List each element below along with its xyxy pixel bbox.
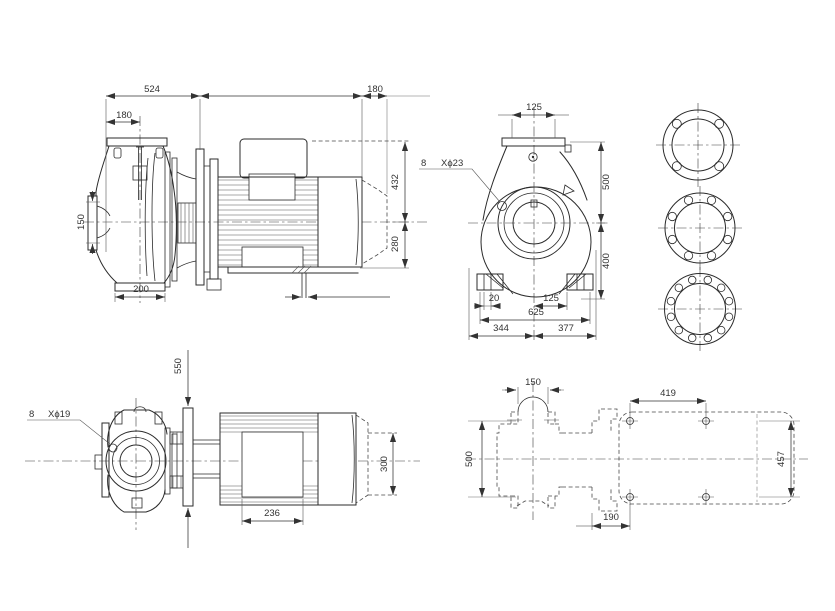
volute-outline (95, 145, 110, 197)
bolt-hole-top (108, 443, 118, 453)
motor-flange (195, 148, 205, 286)
dim-height-above: 432 (390, 174, 401, 190)
fan-cover (317, 176, 363, 268)
discharge-flange-front (501, 137, 566, 147)
baseplate-view: 150 419 500 457 190 (464, 377, 808, 530)
dim-flange-od: 550 (173, 358, 184, 374)
dim-height-above-front: 500 (601, 174, 612, 190)
dim-foot-span: 625 (528, 307, 544, 318)
dim-foot-width: 200 (133, 284, 149, 295)
dim-bolt-spec-top: Xϕ19 (48, 409, 70, 420)
discharge-flange-edge (182, 407, 194, 507)
dim-flange-offset: 180 (116, 110, 132, 121)
baseplate-notch-top (591, 408, 618, 433)
dim-bolt-spec: Xϕ23 (441, 158, 463, 169)
discharge-flange (106, 137, 168, 147)
dim-bolt-pitch: 419 (660, 388, 676, 399)
volute-casing (480, 186, 592, 298)
foot-right (566, 273, 594, 291)
dim-height-below: 280 (390, 236, 401, 252)
dim-motor-end-width: 457 (776, 451, 787, 467)
keyway (530, 199, 538, 208)
dim-bolt-count-top: 8 (29, 409, 34, 420)
pump-footprint (496, 423, 511, 497)
dim-suction-diameter: 150 (76, 214, 87, 230)
front-view: 8 Xϕ23 125 500 400 20 125 625 344 377 (419, 102, 612, 342)
dim-pump-end-width: 500 (464, 451, 475, 467)
dim-right-of-axis: 377 (558, 323, 574, 334)
motor-base (227, 266, 359, 274)
dim-foot-offset: 125 (543, 293, 559, 304)
dim-boss-width: 150 (525, 377, 541, 388)
vent-plug (528, 152, 538, 162)
dim-left-of-axis: 344 (493, 323, 509, 334)
dim-slot-width: 20 (489, 293, 500, 304)
flange-views (656, 103, 742, 351)
dim-rear-length: 180 (367, 84, 383, 95)
bolt-hole (497, 201, 507, 211)
fan-cover-end (361, 179, 388, 265)
support-pedestal (206, 278, 222, 291)
baseplate-notch-bottom (591, 487, 618, 512)
dim-port-width: 125 (526, 102, 542, 113)
volute-top (107, 409, 168, 448)
motor-footprint (618, 411, 795, 505)
shaft-bore (512, 201, 556, 245)
dim-overall-length: 524 (144, 84, 160, 95)
pipe-boss (517, 396, 549, 413)
flange-4-hole (656, 103, 740, 187)
anchor-bolts (622, 413, 714, 505)
dim-foot-length: 236 (264, 508, 280, 519)
volute-neck (482, 145, 508, 221)
rotation-arrow (562, 184, 575, 196)
dim-bolt-count: 8 (421, 158, 426, 169)
terminal-box (239, 138, 308, 179)
dim-bolt-offset: 190 (603, 512, 619, 523)
fan-cover-top (317, 412, 357, 506)
flange-8-hole (658, 186, 742, 270)
flange-12-hole (658, 267, 742, 351)
foot-left (476, 273, 504, 291)
suction-flange (87, 195, 98, 251)
side-view: 524 180 180 150 200 432 280 (76, 84, 430, 303)
dim-motor-width: 300 (379, 456, 390, 472)
dim-height-below-front: 400 (601, 253, 612, 269)
top-view: 550 8 Xϕ19 300 236 (25, 350, 420, 548)
